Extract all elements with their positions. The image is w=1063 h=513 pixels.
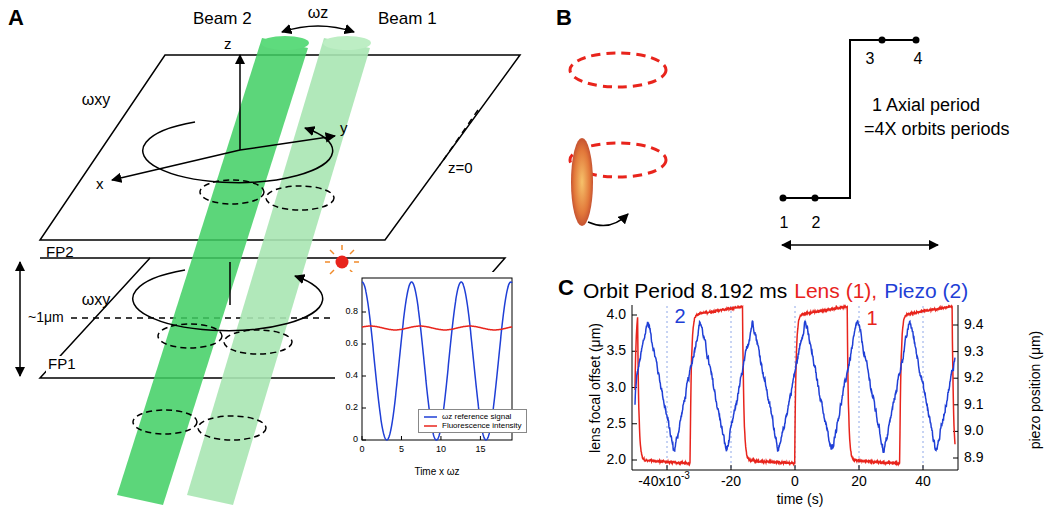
rotation-label: ωxy: [82, 291, 111, 309]
tick-label: 0: [359, 445, 364, 455]
tick-label: 15: [475, 445, 485, 455]
reference-curve: [362, 282, 512, 440]
axis-title: time (s): [777, 492, 824, 507]
plane-label: FP2: [46, 244, 74, 261]
tick-label: 3.5: [607, 344, 626, 359]
trace-marker: 1: [864, 307, 879, 329]
focal-disc: [571, 138, 593, 226]
tick-exponent: -3: [681, 470, 690, 481]
beam-2-end: [261, 36, 309, 50]
tick-label: -40x10: [638, 474, 681, 489]
tick-label: 3.0: [607, 380, 626, 395]
step-number: 4: [914, 50, 923, 68]
beam-2: [117, 38, 308, 505]
tick-label: 40: [915, 474, 931, 489]
inset-ground: [335, 272, 517, 480]
axis-label: z: [224, 36, 232, 53]
tick-label: 5: [399, 445, 404, 455]
tick-label: -20: [721, 474, 741, 489]
panel-letter: B: [556, 6, 572, 30]
tick-label: 20: [851, 474, 867, 489]
plot-title: Orbit Period 8.192 ms: [583, 279, 787, 302]
piezo-trace: [635, 321, 955, 453]
step-number: 2: [812, 214, 821, 232]
step-profile: [783, 40, 918, 198]
tick-label: 2.5: [607, 416, 626, 431]
tick-label: 9.0: [964, 424, 983, 439]
axis-title: lens focal offset (μm): [588, 323, 603, 453]
step-number: 3: [866, 50, 875, 68]
tick-label: 8.9: [964, 450, 983, 465]
fluorescence-curve: [362, 326, 512, 330]
beam-1-end: [323, 36, 371, 50]
tick-label: 0: [353, 435, 358, 445]
plot-title: Piezo (2): [884, 279, 968, 302]
trace-marker: 2: [672, 305, 687, 327]
tick-label: 9.3: [964, 344, 983, 359]
axis-label: x: [96, 176, 104, 193]
rotation-arrow: [282, 26, 354, 32]
panel-letter: A: [8, 6, 24, 30]
panel-b-art: [570, 37, 938, 246]
step-number: 1: [780, 214, 789, 232]
rotation-arrow: [143, 122, 333, 183]
legend-sample: [423, 422, 439, 430]
rotation-label: ωz: [308, 4, 329, 22]
rotation-arrow: [133, 270, 323, 331]
axis-label: y: [340, 120, 348, 137]
tick-label: 0.4: [345, 371, 358, 381]
dimension-label: ~1μm: [26, 310, 66, 325]
inset-legend: ωz reference signalFluorescence intensit…: [418, 409, 527, 433]
tick-label: 4.0: [607, 307, 626, 322]
tick-label: 9.4: [964, 317, 983, 332]
orbit-ellipses: [133, 180, 334, 440]
lens-trace: [635, 306, 955, 465]
legend-sample: [423, 413, 439, 421]
z0-dashed: [440, 110, 478, 165]
beam-label: Beam 1: [378, 10, 437, 29]
axis-title: Time x ωz: [414, 466, 459, 477]
tick-label: 0.2: [345, 403, 358, 413]
annotation: 1 Axial period: [872, 96, 980, 116]
rotation-label: ωxy: [82, 91, 111, 109]
legend-row: Fluorescence intensity: [423, 421, 522, 430]
axis-title: piezo position (μm): [1028, 331, 1043, 450]
plane-label: FP1: [46, 356, 78, 373]
tick-label: 9.2: [964, 370, 983, 385]
plot-axes: [632, 305, 958, 470]
plane-label: z=0: [446, 160, 475, 177]
tick-label: 0.8: [345, 307, 358, 317]
tick-label: 10: [436, 445, 446, 455]
annotation: =4X orbits periods: [864, 120, 1010, 140]
axes: [112, 26, 354, 331]
tick-label: 0: [791, 474, 799, 489]
spacing-arrow: [19, 262, 21, 376]
tick-label: 9.1: [964, 397, 983, 412]
panel-letter: C: [558, 276, 574, 300]
plot-title: Orbit Period 8.192 ms Lens (1), Piezo (2): [583, 279, 975, 302]
tick-label: 0.6: [345, 339, 358, 349]
legend-text: ωz reference signal: [442, 412, 511, 421]
beam-label: Beam 2: [193, 10, 252, 29]
legend-row: ωz reference signal: [423, 412, 522, 421]
legend-text: Fluorescence intensity: [442, 421, 522, 430]
plot-title: Lens (1),: [794, 279, 877, 302]
tick-label: 2.0: [607, 452, 626, 467]
